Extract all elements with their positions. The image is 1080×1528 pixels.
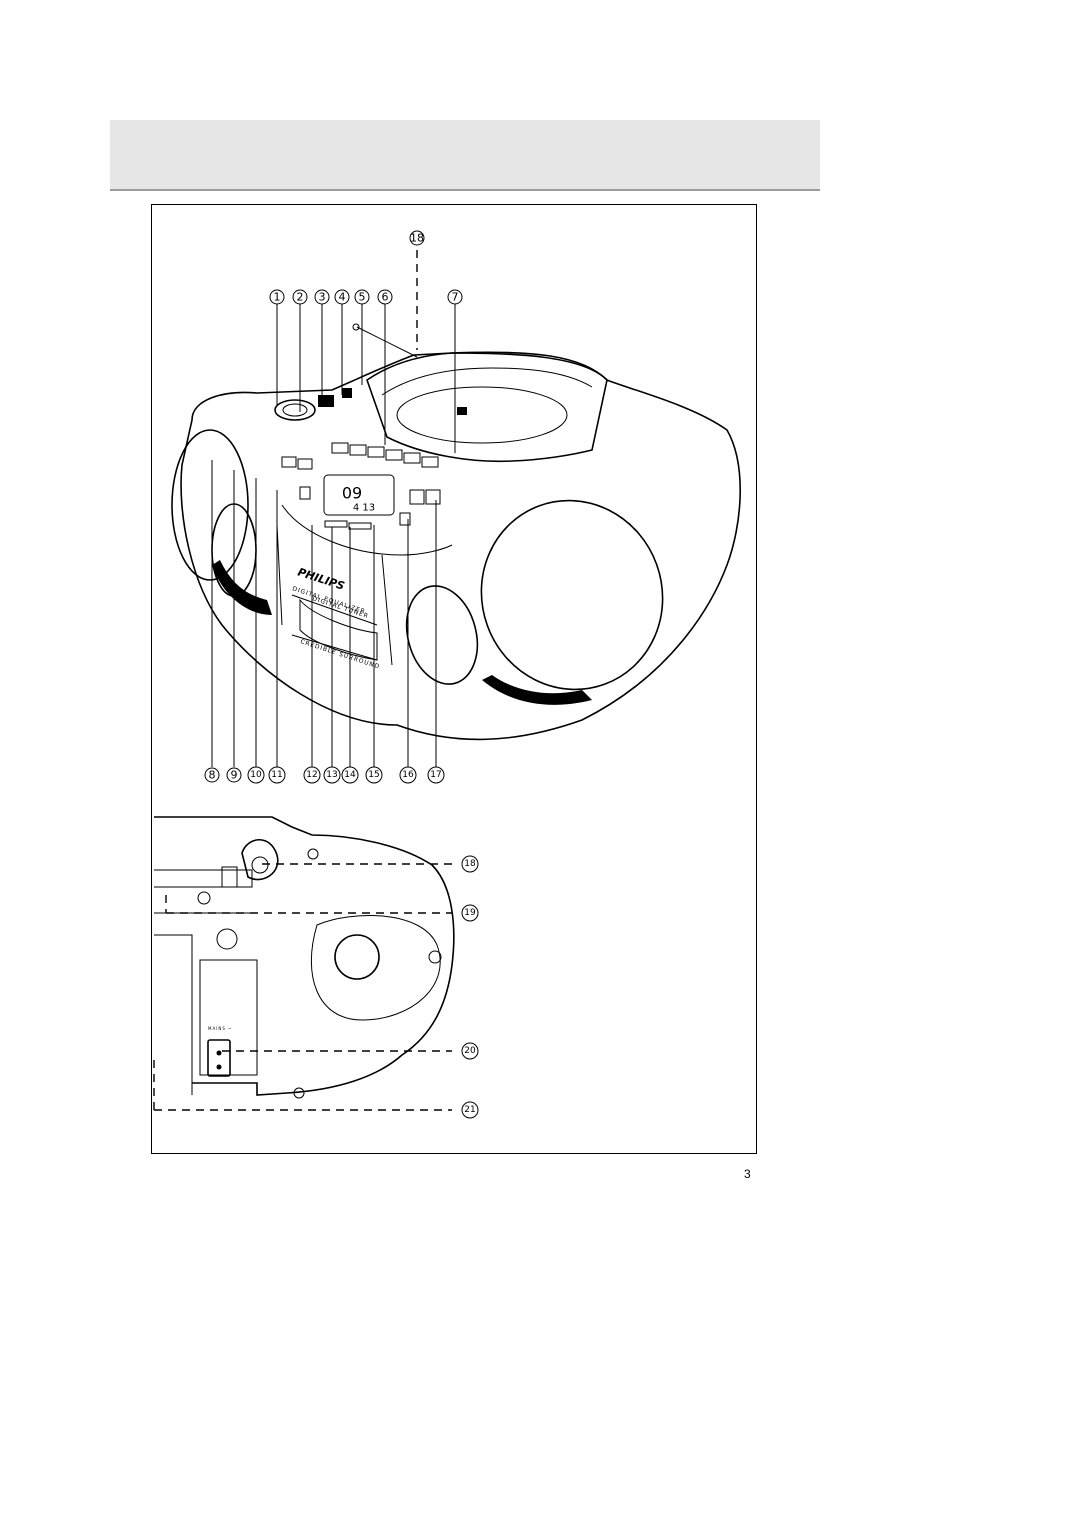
svg-text:7: 7 [452, 291, 459, 304]
callout-19: 19 [165, 895, 479, 922]
svg-text:MAINS ~: MAINS ~ [208, 1026, 233, 1031]
svg-text:10: 10 [250, 770, 262, 780]
svg-text:8: 8 [209, 769, 216, 782]
callout-12: 12 [303, 525, 321, 784]
callout-6: 6 [377, 289, 393, 445]
svg-text:18: 18 [464, 859, 476, 869]
callout-7: 7 [447, 289, 463, 453]
callout-3: 3 [314, 289, 330, 398]
svg-text:4: 4 [339, 291, 346, 304]
rear-view: MAINS ~ [154, 816, 455, 1099]
boombox-diagram: 1 2 3 4 5 6 7 [153, 230, 741, 1119]
svg-text:21: 21 [464, 1105, 475, 1115]
callout-10: 10 [247, 478, 265, 784]
callout-16: 16 [399, 519, 417, 784]
svg-text:18: 18 [410, 232, 424, 245]
svg-text:4 13: 4 13 [353, 503, 375, 514]
figure-frame: 1 2 3 4 5 6 7 [151, 204, 757, 1154]
svg-text:20: 20 [464, 1046, 476, 1056]
callout-4: 4 [334, 289, 350, 395]
callout-18-rear: 18 [262, 855, 479, 873]
callout-15: 15 [365, 525, 383, 784]
svg-text:09: 09 [342, 484, 362, 503]
callout-1: 1 [269, 289, 285, 405]
callout-14: 14 [341, 527, 359, 784]
svg-text:15: 15 [368, 770, 379, 780]
callout-5: 5 [354, 289, 370, 385]
page-number: 3 [744, 1167, 751, 1181]
svg-text:19: 19 [464, 908, 476, 918]
svg-text:5: 5 [359, 291, 366, 304]
svg-text:9: 9 [231, 769, 238, 782]
callout-13: 13 [323, 527, 341, 784]
svg-text:2: 2 [297, 291, 304, 304]
svg-text:6: 6 [382, 291, 389, 304]
svg-text:16: 16 [402, 770, 414, 780]
svg-text:1: 1 [274, 291, 281, 304]
callout-18-top: 18 [409, 230, 425, 350]
callout-9: 9 [226, 470, 242, 783]
callout-17: 17 [427, 500, 445, 784]
svg-text:11: 11 [271, 770, 282, 780]
svg-text:17: 17 [430, 770, 441, 780]
svg-text:13: 13 [326, 770, 337, 780]
callout-11: 11 [268, 490, 286, 784]
callout-20: 20 [222, 1042, 479, 1060]
svg-text:14: 14 [344, 770, 356, 780]
boombox-body: 09 4 13 [171, 323, 741, 741]
callout-8: 8 [204, 460, 220, 783]
callout-2: 2 [292, 289, 308, 412]
svg-text:12: 12 [306, 770, 317, 780]
header-band [110, 120, 820, 191]
svg-text:3: 3 [319, 291, 326, 304]
callout-21: 21 [153, 1060, 479, 1119]
